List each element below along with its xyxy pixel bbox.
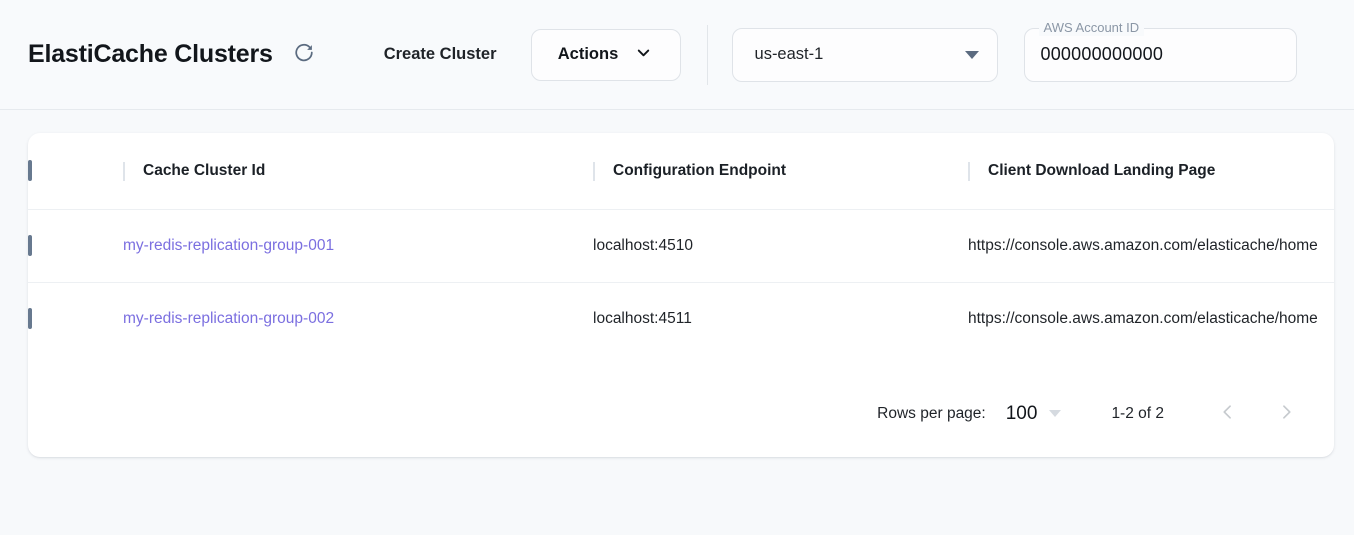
column-header-label: Configuration Endpoint	[613, 162, 787, 179]
region-select-value: us-east-1	[754, 45, 824, 63]
refresh-icon	[293, 42, 315, 67]
cluster-id-link[interactable]: my-redis-replication-group-002	[123, 310, 335, 328]
clusters-card: Cache Cluster Id Configuration Endpoint …	[28, 133, 1334, 457]
aws-account-id-label: AWS Account ID	[1038, 19, 1145, 36]
row-checkbox[interactable]	[28, 235, 32, 256]
aws-account-id-field[interactable]: AWS Account ID 000000000000	[1023, 19, 1297, 82]
select-all-header	[28, 133, 123, 210]
column-divider	[593, 161, 595, 181]
landing-page-value: https://console.aws.amazon.com/elasticac…	[968, 237, 1318, 254]
pagination-range-label: 1-2 of 2	[1111, 404, 1164, 422]
dropdown-triangle-icon	[964, 50, 979, 59]
column-header-label: Client Download Landing Page	[988, 162, 1216, 179]
cell-landing-page: https://console.aws.amazon.com/elasticac…	[968, 282, 1334, 356]
table-row[interactable]: my-redis-replication-group-002 localhost…	[28, 282, 1334, 356]
pagination-bar: Rows per page: 100 1-2 of 2	[28, 370, 1334, 457]
row-select-cell	[28, 282, 123, 356]
column-header-label: Cache Cluster Id	[143, 162, 266, 179]
column-header-cluster-id[interactable]: Cache Cluster Id	[123, 133, 593, 210]
column-header-config-endpoint[interactable]: Configuration Endpoint	[593, 133, 968, 210]
column-divider	[968, 161, 970, 181]
column-header-landing-page[interactable]: Client Download Landing Page	[968, 133, 1334, 210]
row-select-cell	[28, 209, 123, 283]
table-body: my-redis-replication-group-001 localhost…	[28, 209, 1334, 356]
config-endpoint-value: localhost:4511	[593, 310, 692, 328]
column-divider	[123, 161, 125, 181]
cell-cluster-id: my-redis-replication-group-002	[123, 282, 593, 356]
table-row[interactable]: my-redis-replication-group-001 localhost…	[28, 209, 1334, 283]
previous-page-button[interactable]	[1208, 394, 1248, 434]
refresh-button[interactable]	[289, 40, 319, 70]
select-all-checkbox[interactable]	[28, 160, 32, 181]
cell-config-endpoint: localhost:4510	[593, 209, 968, 283]
app-header: ElastiCache Clusters Create Cluster Acti…	[0, 0, 1354, 110]
clusters-table: Cache Cluster Id Configuration Endpoint …	[28, 133, 1334, 356]
chevron-left-icon	[1218, 402, 1238, 425]
table-header: Cache Cluster Id Configuration Endpoint …	[28, 133, 1334, 210]
cell-landing-page: https://console.aws.amazon.com/elasticac…	[968, 209, 1334, 283]
cluster-id-link[interactable]: my-redis-replication-group-001	[123, 237, 335, 254]
chevron-right-icon	[1276, 402, 1296, 425]
row-checkbox[interactable]	[28, 308, 32, 330]
chevron-down-icon	[634, 43, 653, 67]
dropdown-triangle-icon[interactable]	[1049, 410, 1062, 417]
cell-config-endpoint: localhost:4511	[593, 282, 968, 356]
table-header-row: Cache Cluster Id Configuration Endpoint …	[28, 133, 1334, 210]
next-page-button[interactable]	[1266, 394, 1306, 434]
actions-button-label: Actions	[557, 45, 619, 63]
header-divider	[706, 24, 708, 85]
page-title: ElastiCache Clusters	[28, 40, 273, 68]
rows-per-page-label: Rows per page:	[877, 404, 986, 422]
aws-account-id-value: 000000000000	[1040, 44, 1164, 64]
region-select[interactable]: us-east-1	[731, 27, 998, 82]
rows-per-page-value[interactable]: 100	[1005, 402, 1038, 424]
actions-button[interactable]: Actions	[530, 28, 681, 81]
config-endpoint-value: localhost:4510	[593, 237, 693, 254]
cell-cluster-id: my-redis-replication-group-001	[123, 209, 593, 283]
landing-page-value: https://console.aws.amazon.com/elasticac…	[968, 310, 1318, 328]
create-cluster-button[interactable]: Create Cluster	[383, 45, 497, 63]
